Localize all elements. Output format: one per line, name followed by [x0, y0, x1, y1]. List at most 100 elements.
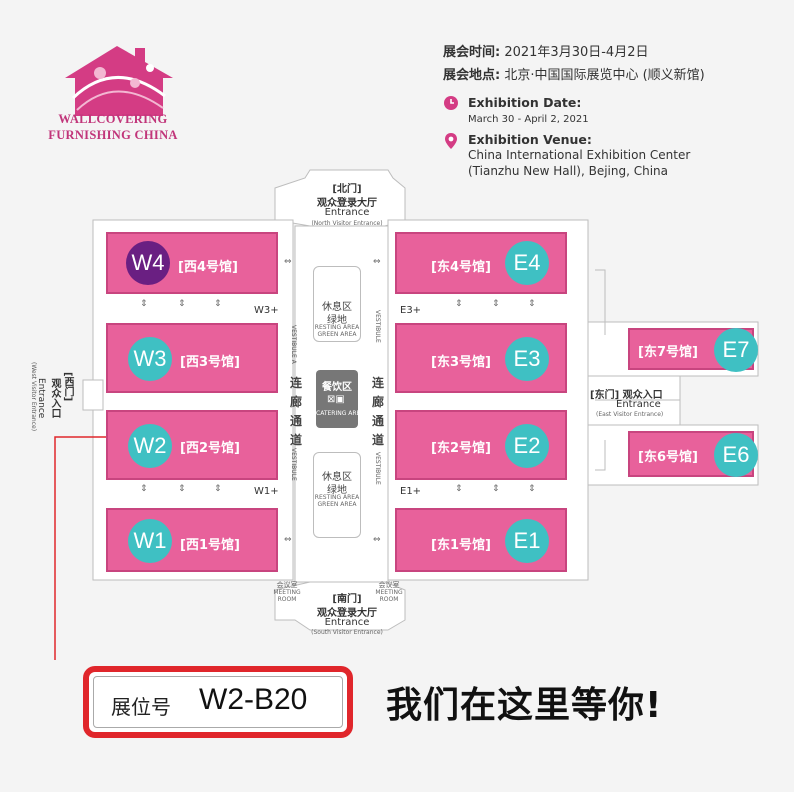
- logo-line2: FURNISHING CHINA: [48, 128, 178, 142]
- clock-icon: [444, 96, 458, 110]
- east-entrance-en: Entrance: [616, 399, 661, 410]
- green-cn-north: 绿地: [327, 315, 347, 326]
- arrow-icon: ⇕: [455, 299, 463, 309]
- cutlery-icon: ⊠▣: [327, 394, 345, 405]
- meeting-room-cn-left: 会议室: [276, 581, 298, 589]
- arrow-icon: ⇕: [492, 484, 500, 494]
- vestibule-label-e2: VESTIBULE: [374, 452, 381, 485]
- west-hall-cn: 观众入口: [49, 378, 60, 418]
- hall-e2[interactable]: [东2号馆] E2: [395, 410, 567, 480]
- arrow-icon: ⇕: [528, 484, 536, 494]
- resting-area-north: [313, 266, 361, 342]
- date-cn: 展会时间: 2021年3月30日-4月2日: [443, 45, 649, 60]
- vestibule-label-w2: VESTIBULE: [290, 448, 297, 481]
- south-entrance-cn: [南门]: [332, 594, 362, 605]
- w3plus-label: W3+: [254, 305, 279, 316]
- hall-w4-label: [西4号馆]: [178, 260, 238, 275]
- booth-label: 展位号: [111, 695, 171, 719]
- meeting-room-en1-right: MEETING: [375, 589, 403, 596]
- catering-cn: 餐饮区: [322, 382, 352, 393]
- resting-area-south: [313, 452, 361, 538]
- arrow-icon: ⇕: [178, 484, 186, 494]
- hall-e3-label: [东3号馆]: [431, 355, 491, 370]
- west-entrance-en-small: (West Visitor Entrance): [30, 362, 37, 432]
- north-entrance-en: Entrance: [324, 207, 370, 218]
- w1plus-label: W1+: [254, 486, 279, 497]
- west-entrance-cn: [西门]: [62, 372, 73, 402]
- hall-w3-label: [西3号馆]: [180, 355, 240, 370]
- hall-e1-label: [东1号馆]: [431, 538, 491, 553]
- date-en-label: Exhibition Date:: [468, 95, 582, 110]
- hall-w1-badge: W1: [128, 519, 172, 563]
- north-entrance-cn: [北门]: [332, 184, 362, 195]
- venue-cn: 展会地点: 北京·中国国际展览中心 (顺义新馆): [443, 68, 705, 83]
- hall-e7-label: [东7号馆]: [638, 345, 698, 360]
- hall-e6-badge: E6: [714, 433, 758, 477]
- booth-number: W2-B20: [199, 683, 308, 716]
- arrow-icon: ⇕: [140, 299, 148, 309]
- hall-w3-badge: W3: [128, 337, 172, 381]
- east-entrance-cn: [东门] 观众入口: [590, 390, 663, 401]
- west-entrance-en: Entrance: [36, 378, 46, 419]
- green-en-north: GREEN AREA: [317, 331, 357, 338]
- e3plus-label: E3+: [400, 305, 422, 316]
- date-en-value: March 30 - April 2, 2021: [468, 114, 589, 125]
- catering-area: [316, 370, 358, 428]
- hall-e4[interactable]: [东4号馆] E4: [395, 232, 567, 294]
- hall-e4-badge: E4: [505, 241, 549, 285]
- slogan: 我们在这里等你!: [386, 685, 663, 726]
- booth-number-box: 展位号 W2-B20: [83, 666, 353, 738]
- hall-w4-badge: W4: [126, 241, 170, 285]
- hall-e2-badge: E2: [505, 424, 549, 468]
- green-cn-south: 绿地: [327, 485, 347, 496]
- logo: [55, 38, 185, 148]
- hall-e3[interactable]: [东3号馆] E3: [395, 323, 567, 393]
- south-hall-cn: 观众登录大厅: [317, 608, 377, 619]
- south-entrance-en: Entrance: [324, 617, 370, 628]
- hall-e3-badge: E3: [505, 337, 549, 381]
- arrow-icon: ⇔: [284, 535, 292, 545]
- arrow-icon: ⇕: [492, 299, 500, 309]
- vestibule-a-label: VESTIBULE A: [290, 325, 297, 364]
- hall-e2-label: [东2号馆]: [431, 441, 491, 456]
- hall-e7[interactable]: [东7号馆] E7: [628, 328, 758, 372]
- north-entrance-en-small: (North Visitor Entrance): [311, 220, 383, 227]
- hall-w1[interactable]: W1 [西1号馆]: [106, 508, 278, 572]
- arrow-icon: ⇔: [373, 257, 381, 267]
- hall-e1-badge: E1: [505, 519, 549, 563]
- rest-cn-north: 休息区: [322, 302, 352, 313]
- rest-cn-south: 休息区: [322, 472, 352, 483]
- hall-e1[interactable]: [东1号馆] E1: [395, 508, 567, 572]
- north-hall-cn: 观众登录大厅: [317, 198, 377, 209]
- arrow-icon: ⇕: [140, 484, 148, 494]
- catering-en: CATERING AREA: [316, 410, 365, 417]
- hall-w4[interactable]: W4 [西4号馆]: [106, 232, 278, 294]
- location-pin-icon: [445, 133, 457, 149]
- meeting-room-en2-right: ROOM: [379, 596, 399, 603]
- meeting-room-cn-right: 会议室: [378, 581, 400, 589]
- green-en-south: GREEN AREA: [317, 501, 357, 508]
- venue-en-line2: (Tianzhu New Hall), Bejing, China: [468, 164, 669, 178]
- arrow-icon: ⇔: [284, 257, 292, 267]
- hall-e6-label: [东6号馆]: [638, 450, 698, 465]
- hall-e7-badge: E7: [714, 328, 758, 372]
- vestibule-label-e3: VESTIBULE: [374, 310, 381, 343]
- arrow-icon: ⇔: [373, 535, 381, 545]
- e1plus-label: E1+: [400, 486, 422, 497]
- east-entrance-en-small: (East Visitor Entrance): [596, 411, 664, 418]
- hall-w2[interactable]: W2 [西2号馆]: [106, 410, 278, 480]
- arrow-icon: ⇕: [214, 299, 222, 309]
- corridor-label-east: 连廊通道: [371, 376, 384, 447]
- hall-e4-label: [东4号馆]: [431, 260, 491, 275]
- south-entrance-en-small: (South Visitor Entrance): [311, 629, 383, 636]
- hall-e6[interactable]: [东6号馆] E6: [628, 431, 758, 477]
- venue-en-line1: China International Exhibition Center: [468, 148, 691, 162]
- venue-en-label: Exhibition Venue:: [468, 132, 592, 147]
- arrow-icon: ⇕: [455, 484, 463, 494]
- logo-line1: WALLCOVERING: [58, 112, 168, 126]
- arrow-icon: ⇕: [214, 484, 222, 494]
- hall-w3[interactable]: W3 [西3号馆]: [106, 323, 278, 393]
- meeting-room-en1-left: MEETING: [273, 589, 301, 596]
- meeting-room-en2-left: ROOM: [277, 596, 297, 603]
- hall-w2-label: [西2号馆]: [180, 441, 240, 456]
